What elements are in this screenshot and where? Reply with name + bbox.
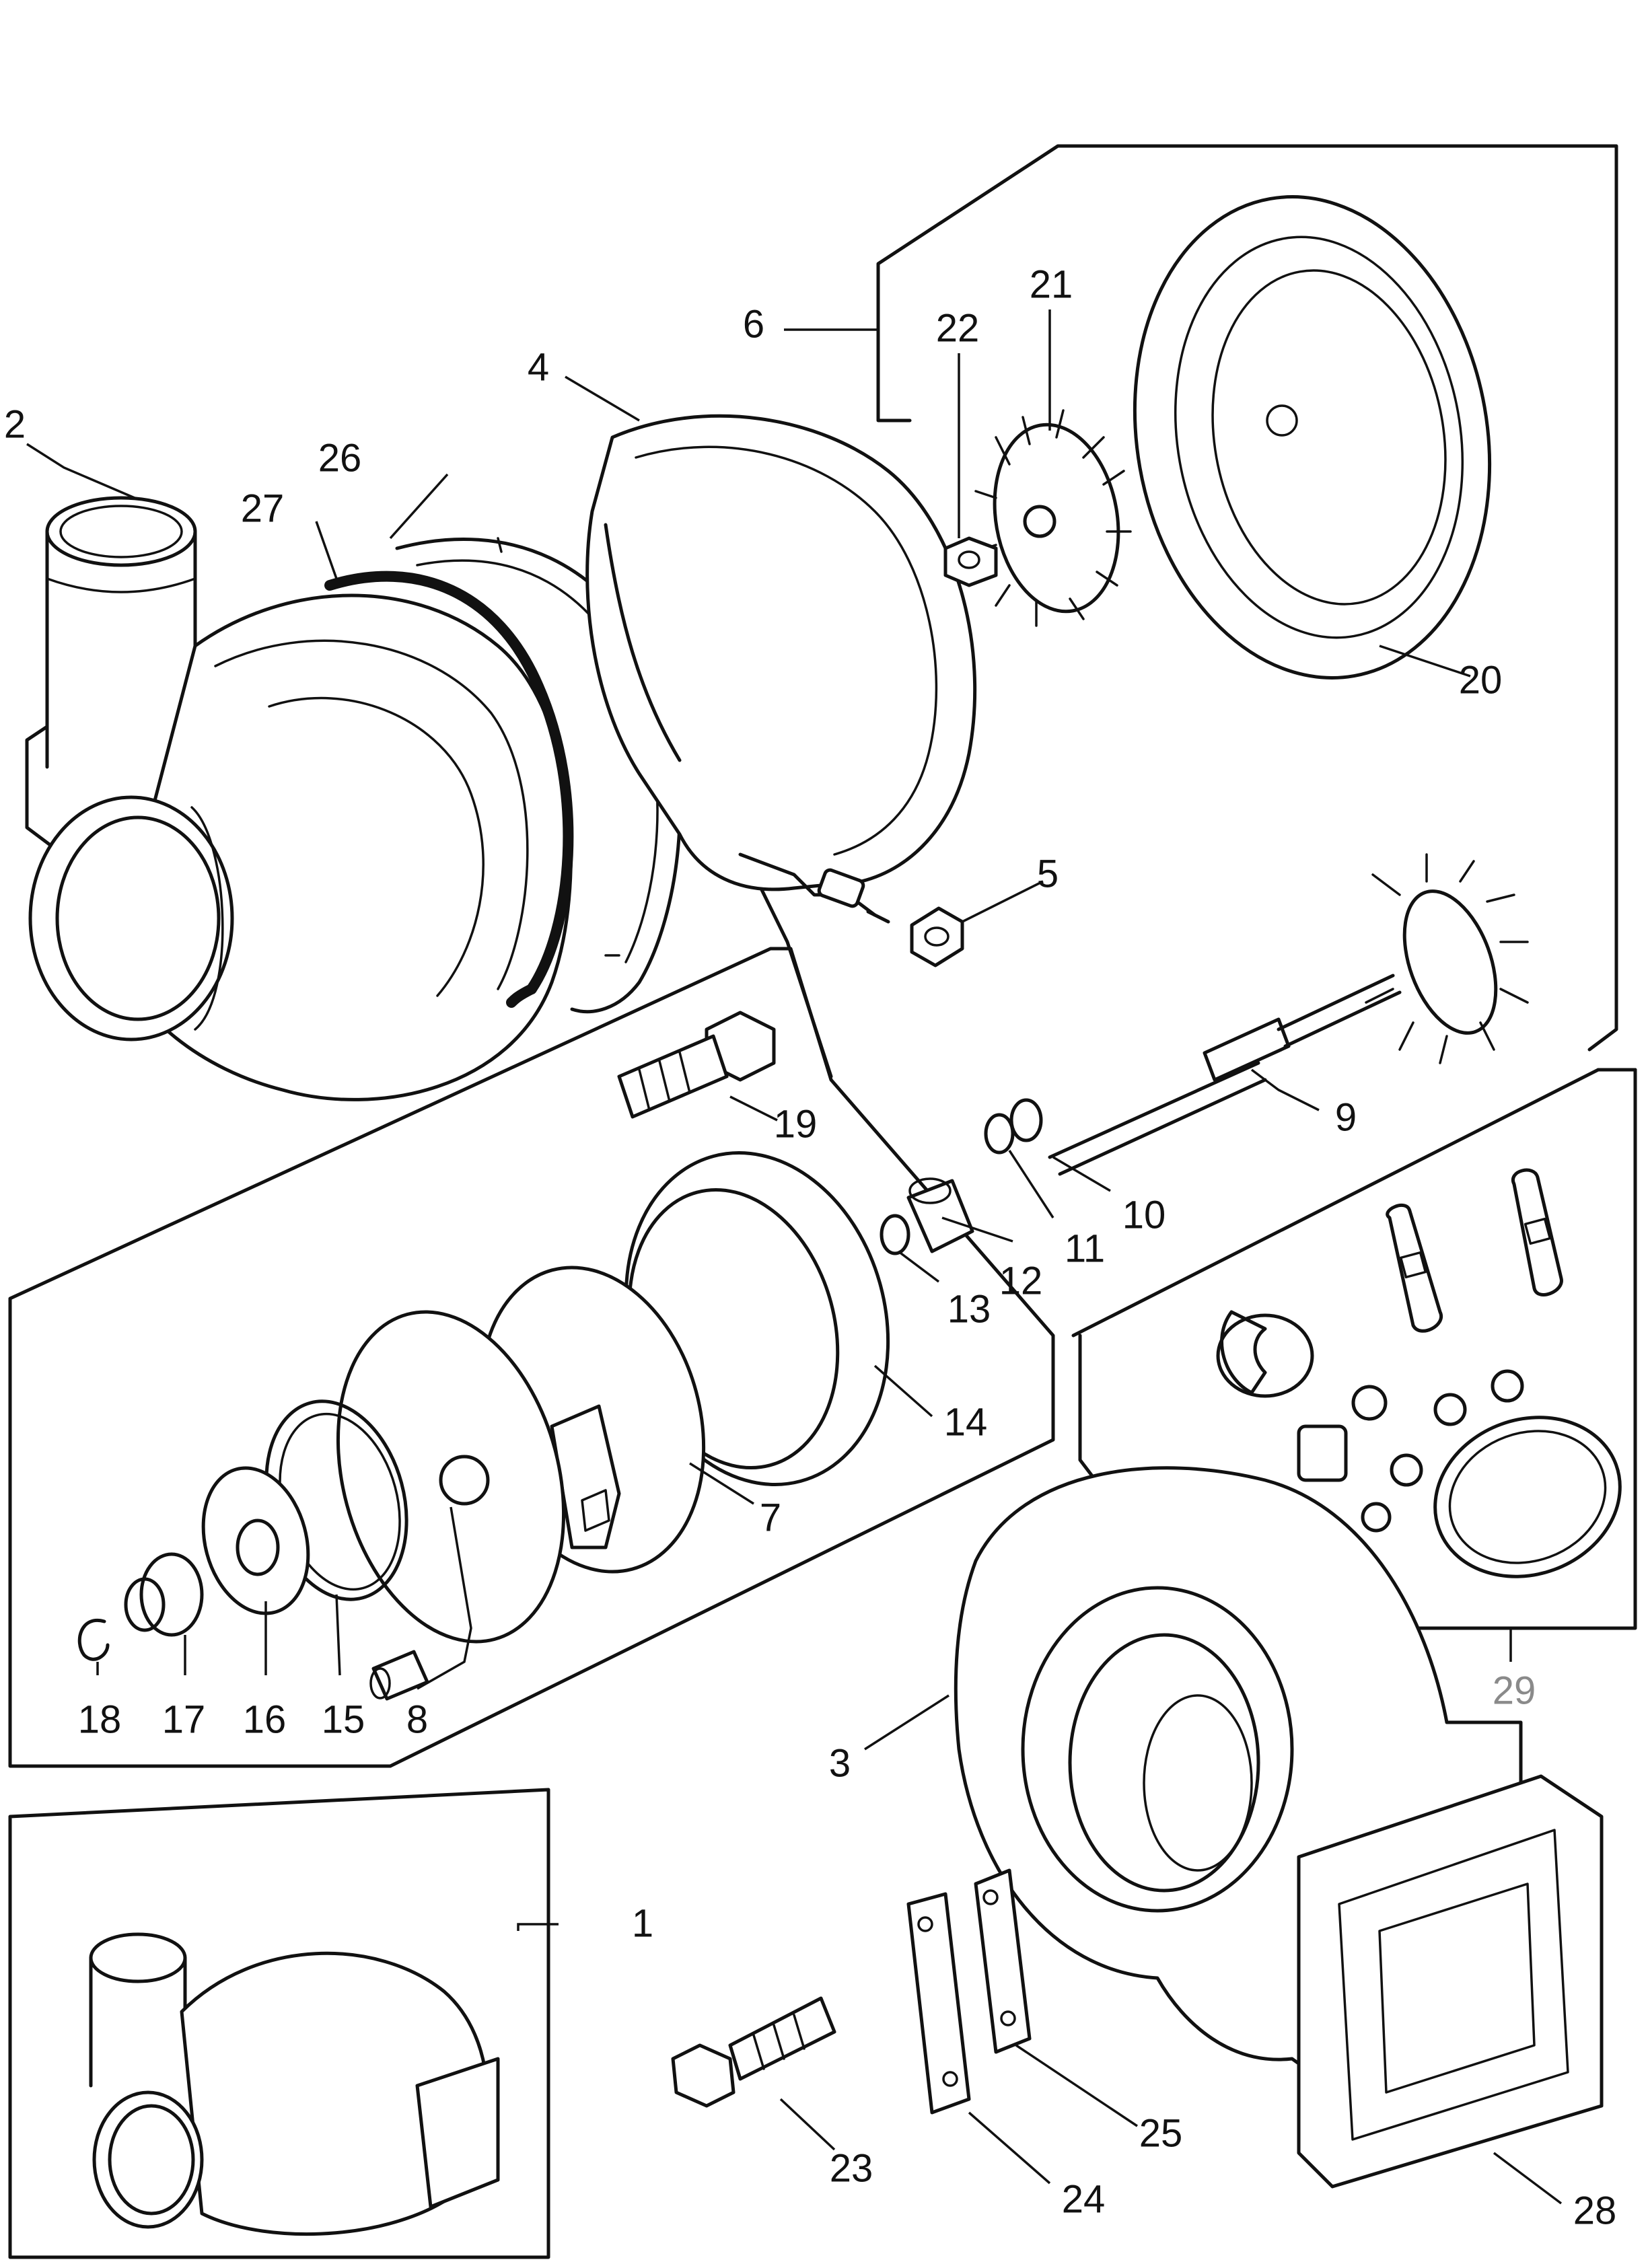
complete-assembly-frame — [8, 1788, 550, 2259]
callout-18: 18 — [78, 1697, 122, 1741]
backplate-20 — [1133, 195, 1492, 680]
thrust-plate — [336, 1310, 566, 1644]
gasket-kit-29 — [1216, 1168, 1622, 1578]
callout-21: 21 — [1030, 262, 1073, 306]
callout-16: 16 — [243, 1697, 287, 1741]
nut-5 — [910, 906, 964, 967]
callout-13: 13 — [947, 1287, 991, 1331]
callout-17: 17 — [162, 1697, 206, 1741]
callout-19: 19 — [774, 1102, 818, 1146]
callout-15: 15 — [322, 1697, 365, 1741]
leader-lines — [26, 309, 1563, 2205]
callout-2: 2 — [4, 402, 26, 446]
callout-20: 20 — [1459, 658, 1503, 702]
callout-14: 14 — [944, 1400, 988, 1444]
callout-7: 7 — [760, 1496, 781, 1539]
bushing-12 — [906, 1177, 974, 1253]
center-housing-group-frame — [8, 947, 1055, 1768]
nut-22 — [943, 536, 998, 587]
pin-8 — [369, 1650, 429, 1701]
bolt-23 — [671, 1996, 836, 2108]
bearing-17 — [124, 1552, 204, 1637]
compressor-wheel-21 — [974, 409, 1132, 627]
compressor-housing — [25, 496, 573, 1101]
callout-22: 22 — [936, 306, 980, 350]
callout-27: 27 — [241, 486, 285, 530]
callout-12: 12 — [999, 1259, 1043, 1303]
callout-5: 5 — [1037, 852, 1059, 895]
v-band-clamp — [585, 414, 977, 924]
center-housing-7 — [478, 1266, 706, 1574]
turbine-housing-3 — [954, 1466, 1604, 2189]
callout-6: 6 — [743, 302, 764, 346]
o-ring-27 — [324, 571, 574, 1008]
callout-24: 24 — [1062, 2177, 1106, 2221]
callout-3: 3 — [829, 1741, 851, 1785]
callout-11: 11 — [1065, 1227, 1105, 1270]
callout-10: 10 — [1122, 1193, 1166, 1237]
ring-13 — [880, 1214, 910, 1255]
thrust-collar-16 — [201, 1466, 310, 1615]
callout-4: 4 — [528, 345, 549, 389]
snap-ring-18 — [77, 1618, 110, 1661]
callout-26: 26 — [318, 436, 362, 480]
ring-11 — [984, 1113, 1015, 1155]
lock-plate-25 — [974, 1868, 1032, 2054]
callout-28: 28 — [1573, 2189, 1617, 2232]
shaft-turbine-wheel-9 — [1048, 853, 1529, 1176]
bolt-19 — [617, 1011, 776, 1119]
callout-1: 1 — [632, 1901, 653, 1945]
callout-25: 25 — [1139, 2111, 1183, 2155]
callout-9: 9 — [1335, 1095, 1357, 1139]
callout-8: 8 — [406, 1697, 428, 1741]
group-6-bracket — [876, 144, 1618, 1052]
lock-plate-24 — [906, 1892, 971, 2115]
callout-23: 23 — [830, 2146, 873, 2190]
complete-turbocharger-1 — [89, 1932, 500, 2236]
callout-labels: 1 2 3 4 5 6 7 8 9 10 11 12 13 14 15 16 1… — [4, 262, 1616, 2232]
ring-10 — [1009, 1098, 1043, 1142]
callout-29: 29 — [1493, 1669, 1536, 1712]
